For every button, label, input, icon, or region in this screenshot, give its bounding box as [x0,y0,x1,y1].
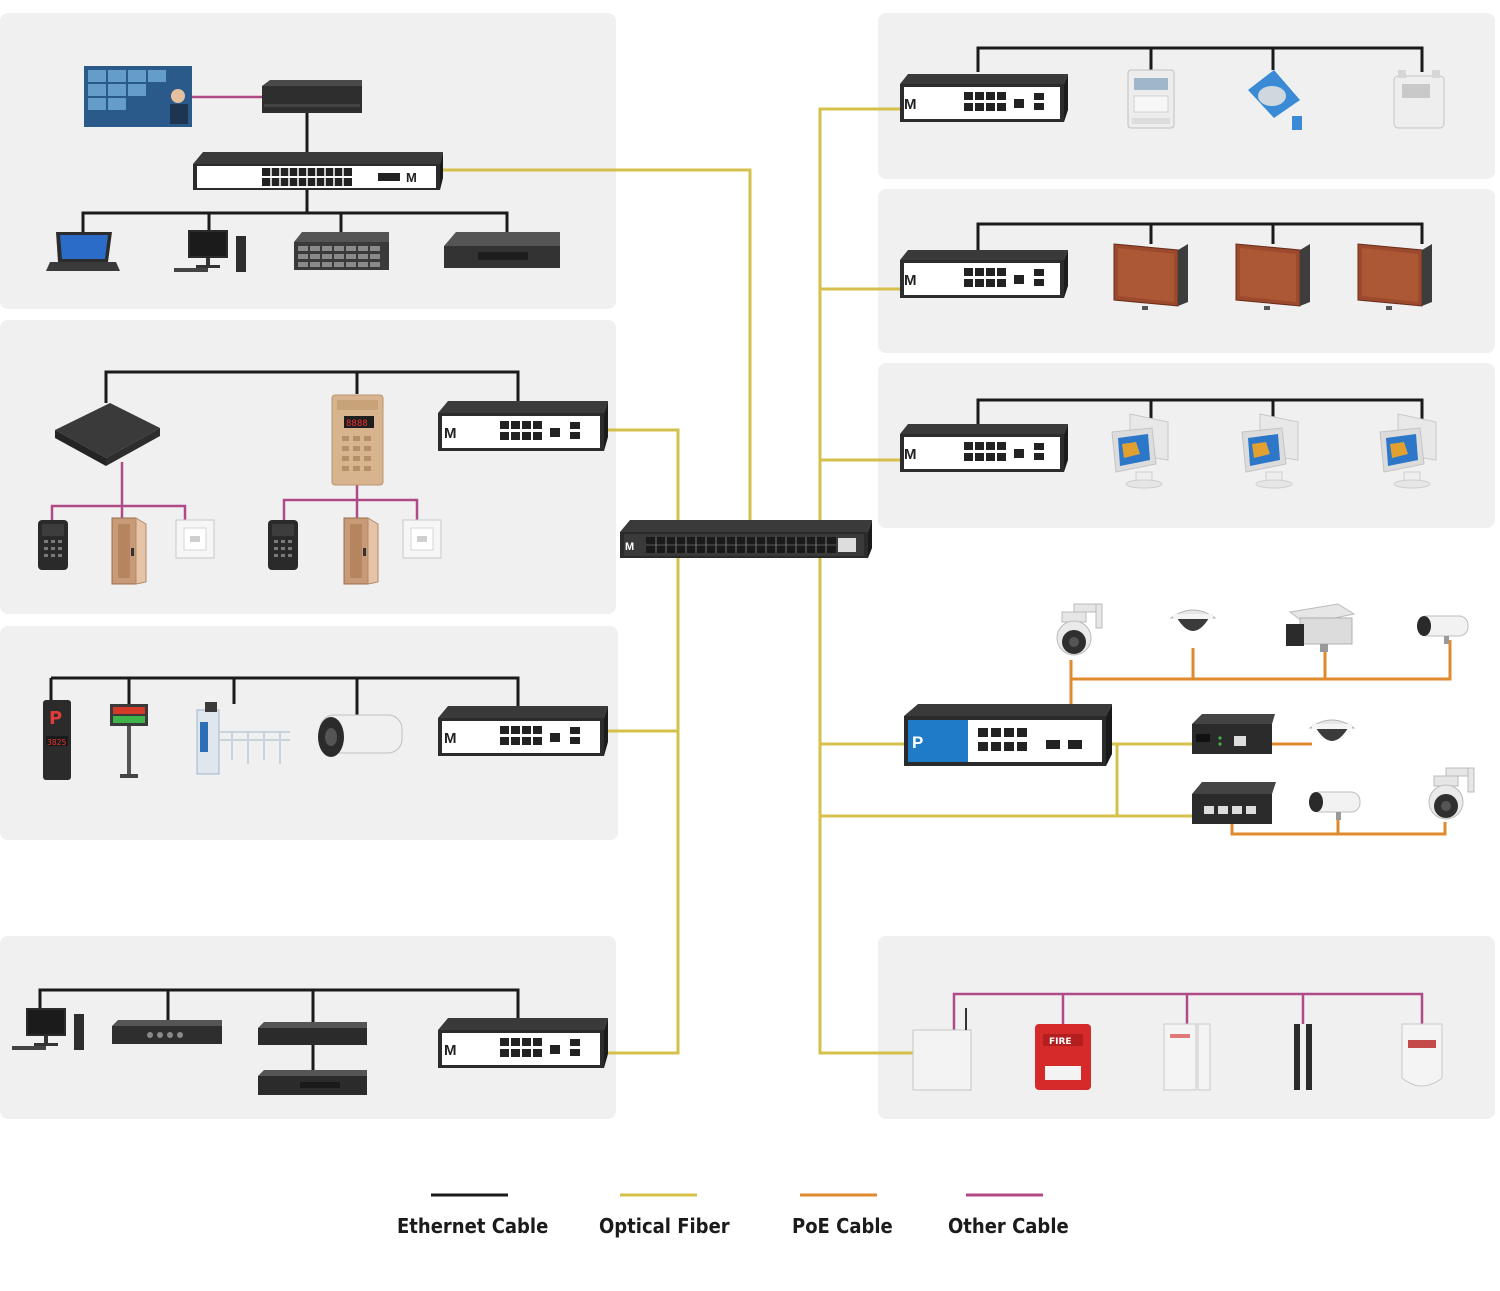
broadcast-switch-icon [438,1018,608,1068]
nvr-icon [262,80,362,113]
legend-label-ethernet: Ethernet Cable [397,1214,549,1238]
bullet-camera-icon [1308,791,1361,821]
parking-sign-icon: P 3825 [43,700,71,780]
access-controller-icon [55,403,160,466]
alarm-panel-icon [912,1008,972,1091]
led-screen-icon [1235,243,1311,311]
svg-text:M: M [625,541,634,553]
video-wall-icon [84,66,192,127]
legend-label-optical: Optical Fiber [599,1214,730,1238]
router-icon [444,232,560,268]
core-switch-icon: M [193,152,443,190]
barrier-gate-icon [196,702,290,775]
box-camera-icon [1286,603,1356,652]
electric-meter-icon [1127,69,1175,129]
dome-camera-icon [1309,719,1355,742]
svg-text:P: P [912,733,923,752]
other-links [50,95,1424,1030]
panel-meters [878,13,1495,179]
legend-label-other: Other Cable [948,1214,1069,1238]
storage-server-icon [294,232,389,270]
motion-detector-icon [1401,1023,1443,1087]
door-station-icon: 8888 [331,394,384,486]
door-icon [111,517,147,585]
fire-alarm-icon: FIRE [1035,1024,1091,1090]
svg-text:M: M [406,170,417,185]
door-icon [343,517,379,585]
water-meter-icon [1248,70,1302,130]
aggregation-switch-icon: M [620,520,872,558]
beam-detector-icon [1294,1024,1312,1090]
led-switch-icon [900,250,1068,298]
led-screen-icon [1113,243,1189,311]
card-reader-icon [268,520,298,570]
laptop-icon [46,232,120,271]
exit-button-icon [402,519,442,559]
bullet-camera-icon [318,714,403,757]
ethernet-links [38,46,1424,1070]
svg-text:8888: 8888 [346,419,368,429]
dome-camera-icon [1170,609,1216,632]
poe-links [1069,640,1452,836]
bullet-camera-icon [1416,615,1469,645]
ptz-camera-icon [1428,767,1475,820]
exit-button-icon [175,519,215,559]
svg-text:3825: 3825 [47,738,66,747]
kiosk-switch-icon [900,424,1068,472]
card-reader-icon [38,520,68,570]
fiber-right-trunk [818,107,913,1055]
amplifier-icon [258,1022,367,1045]
access-switch-icon [438,401,608,451]
panel-kiosks [878,363,1495,528]
parking-switch-icon [438,706,608,756]
door-sensor-icon [1163,1023,1211,1091]
optical-fiber-links [440,107,1193,1055]
amplifier-icon [112,1020,222,1044]
led-display-icon [110,704,148,778]
amplifier-icon [258,1070,367,1095]
legend-label-poe: PoE Cable [792,1214,893,1238]
fiber-core-to-main [440,168,752,522]
fiber-left-trunk [605,428,680,1055]
media-converter-icon [1192,714,1275,754]
svg-text:P: P [49,708,62,729]
poe-switch-icon: P [904,704,1112,766]
panel-access-control [0,320,616,614]
poe-switch-icon [1192,782,1276,824]
gas-meter-icon [1393,70,1445,129]
led-screen-icon [1357,243,1433,311]
meter-switch-icon [900,74,1068,122]
ptz-camera-icon [1056,603,1103,656]
svg-text:FIRE: FIRE [1049,1037,1072,1047]
